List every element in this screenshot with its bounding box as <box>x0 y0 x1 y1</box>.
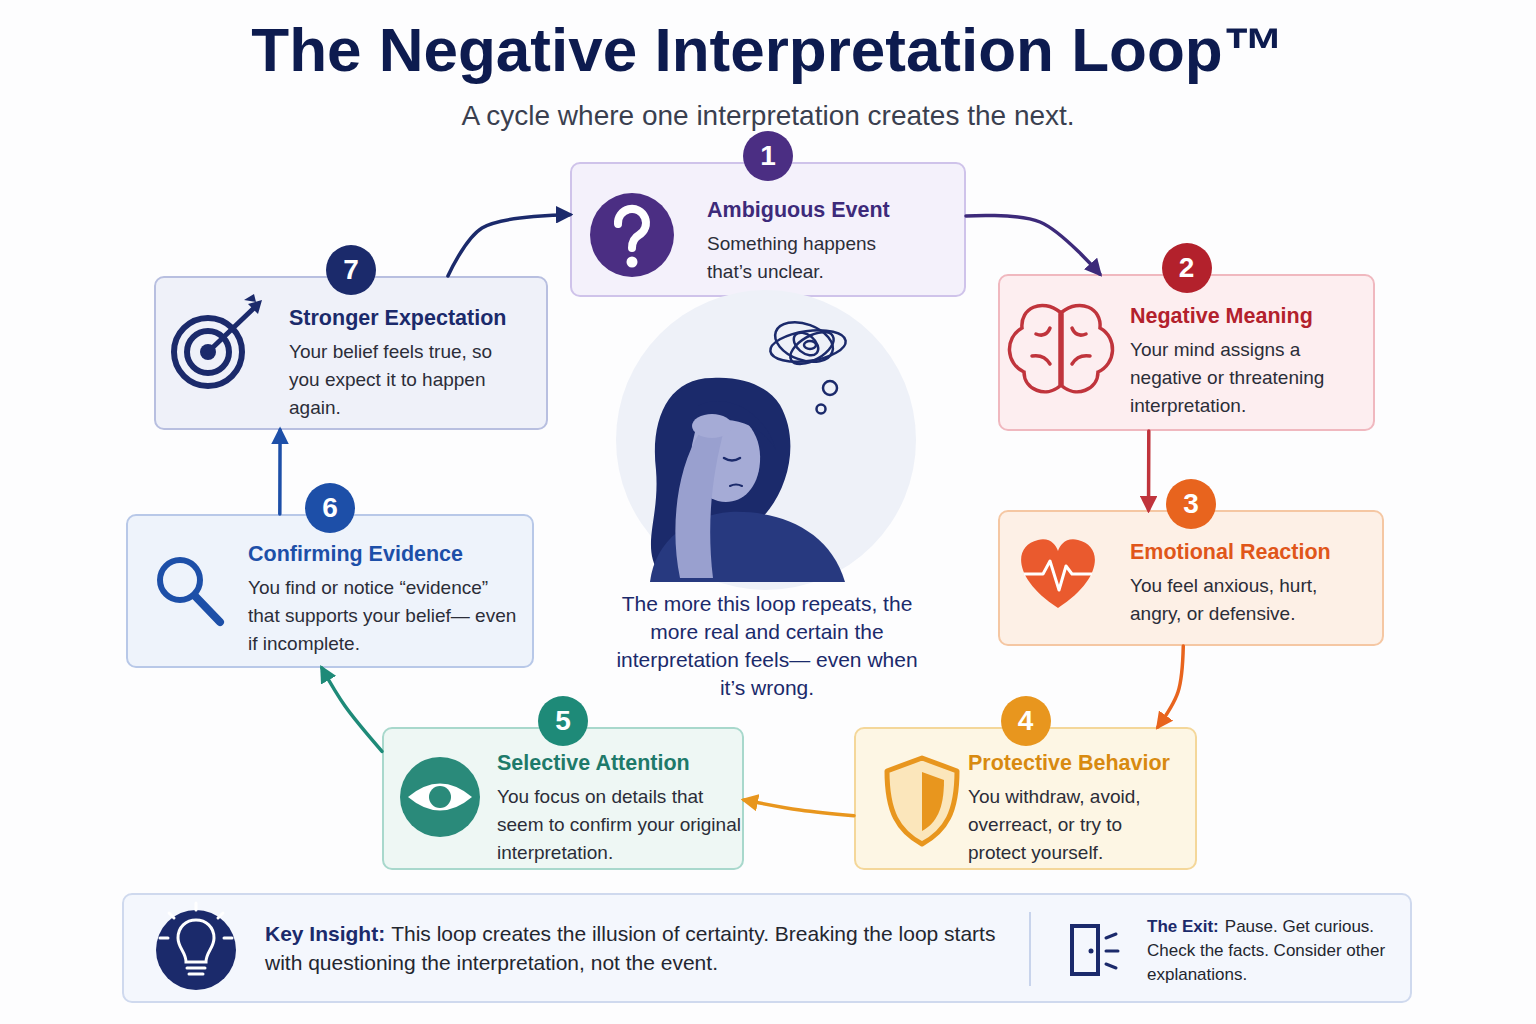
face-shape <box>691 409 760 502</box>
step-description: You find or notice “evidence” that suppo… <box>248 574 518 658</box>
step-number: 2 <box>1162 243 1212 293</box>
step-box: 3Emotional ReactionYou feel anxious, hur… <box>998 510 1384 646</box>
step-number: 1 <box>743 131 793 181</box>
step-heading: Ambiguous Event <box>707 198 922 223</box>
brain-lobe <box>1062 305 1113 391</box>
step-heading: Stronger Expectation <box>289 306 509 331</box>
cycle-arrow <box>744 800 854 816</box>
shield-icon <box>887 758 957 844</box>
step-box: 1Ambiguous EventSomething happens that’s… <box>570 162 966 297</box>
scribble-loop <box>789 328 822 360</box>
target-icon <box>174 294 262 386</box>
insight-heading: Key Insight: <box>265 922 385 945</box>
target-ring <box>187 331 229 373</box>
step-content: Negative MeaningYour mind assigns a nega… <box>1130 304 1365 420</box>
question-mark <box>618 209 646 248</box>
target-ring <box>174 318 242 386</box>
step-box: 5Selective AttentionYou focus on details… <box>382 727 744 870</box>
cycle-arrow <box>966 215 1100 274</box>
center-note: The more this loop repeats, the more rea… <box>607 590 927 702</box>
step-box: 6Confirming EvidenceYou find or notice “… <box>126 514 534 668</box>
pulse-line <box>1024 561 1092 590</box>
bulb-rays <box>160 903 232 974</box>
step-number: 7 <box>326 245 376 295</box>
heart-icon <box>1021 539 1095 608</box>
step-description: You focus on details that seem to confir… <box>497 783 742 867</box>
insight-heading: The Exit: <box>1147 917 1219 936</box>
insight-block: Key Insight:This loop creates the illusi… <box>265 919 1025 977</box>
step-content: Stronger ExpectationYour belief feels tr… <box>289 306 509 422</box>
cycle-arrow <box>1147 431 1151 510</box>
step-content: Protective BehaviorYou withdraw, avoid, … <box>968 751 1183 867</box>
step-content: Selective AttentionYou focus on details … <box>497 751 742 867</box>
step-description: You feel anxious, hurt, angry, or defens… <box>1130 572 1365 628</box>
eye-shape <box>408 784 472 811</box>
bulb-outline <box>178 920 214 962</box>
exit-lines <box>1106 934 1118 968</box>
hand-shape <box>692 414 732 438</box>
cycle-arrow <box>1158 646 1183 727</box>
step-number: 5 <box>538 696 588 746</box>
insight-panel: Key Insight:This loop creates the illusi… <box>122 893 1412 1003</box>
hair-fringe <box>698 401 776 450</box>
step-box: 4Protective BehaviorYou withdraw, avoid,… <box>854 727 1197 870</box>
illustration-backdrop <box>616 290 916 590</box>
body-shape <box>650 512 845 582</box>
brain-icon <box>1009 305 1112 391</box>
step-description: You withdraw, avoid, overreact, or try t… <box>968 783 1183 867</box>
thought-scribble <box>768 315 847 414</box>
thought-bubble <box>817 405 826 414</box>
step-heading: Emotional Reaction <box>1130 540 1365 565</box>
target-center <box>200 344 216 360</box>
target-arrow <box>208 308 254 352</box>
thought-bubble <box>823 381 837 395</box>
door-knob <box>1089 949 1094 954</box>
scribble-loop <box>804 341 816 349</box>
mouth-line <box>730 485 742 487</box>
step-content: Confirming EvidenceYou find or notice “e… <box>248 542 518 658</box>
cycle-arrow <box>322 668 382 751</box>
eye-pupil <box>429 786 451 808</box>
step-heading: Protective Behavior <box>968 751 1183 776</box>
step-box: 2Negative MeaningYour mind assigns a neg… <box>998 274 1375 431</box>
step-description: Your belief feels true, so you expect it… <box>289 338 509 422</box>
step-number: 4 <box>1001 696 1051 746</box>
arm-shape <box>675 430 724 578</box>
step-description: Your mind assigns a negative or threaten… <box>1130 336 1365 420</box>
brain-lobe <box>1009 305 1060 391</box>
step-description: Something happens that’s unclear. <box>707 230 922 286</box>
step-heading: Confirming Evidence <box>248 542 518 567</box>
step-number: 6 <box>305 483 355 533</box>
diagram-subtitle: A cycle where one interpretation creates… <box>0 100 1536 132</box>
closed-eye <box>724 458 740 461</box>
step-heading: Negative Meaning <box>1130 304 1365 329</box>
step-number: 3 <box>1166 479 1216 529</box>
question-dot <box>627 257 638 268</box>
bulb-icon <box>156 910 236 990</box>
eye-icon <box>400 757 480 837</box>
diagram-title: The Negative Interpretation Loop™ <box>0 14 1536 85</box>
step-box: 7Stronger ExpectationYour belief feels t… <box>154 276 548 430</box>
brain-folds <box>1032 328 1090 364</box>
magnifier-icon <box>160 560 200 600</box>
question-icon <box>590 193 674 277</box>
step-content: Emotional ReactionYou feel anxious, hurt… <box>1130 540 1365 628</box>
scribble-loop <box>785 326 839 371</box>
divider-line <box>1029 912 1031 986</box>
hair-shape <box>651 378 790 580</box>
door-icon <box>1072 926 1098 974</box>
cycle-arrow <box>448 215 570 276</box>
shield-inner <box>922 772 944 831</box>
scribble-loop <box>770 315 839 369</box>
scribble-loop <box>768 326 847 366</box>
exit-block: The Exit:Pause. Get curious. Check the f… <box>1147 915 1397 987</box>
magnifier-handle <box>195 596 220 622</box>
cycle-arrow <box>278 430 282 514</box>
arrow-fletching <box>244 294 262 314</box>
step-heading: Selective Attention <box>497 751 742 776</box>
step-content: Ambiguous EventSomething happens that’s … <box>707 198 922 286</box>
